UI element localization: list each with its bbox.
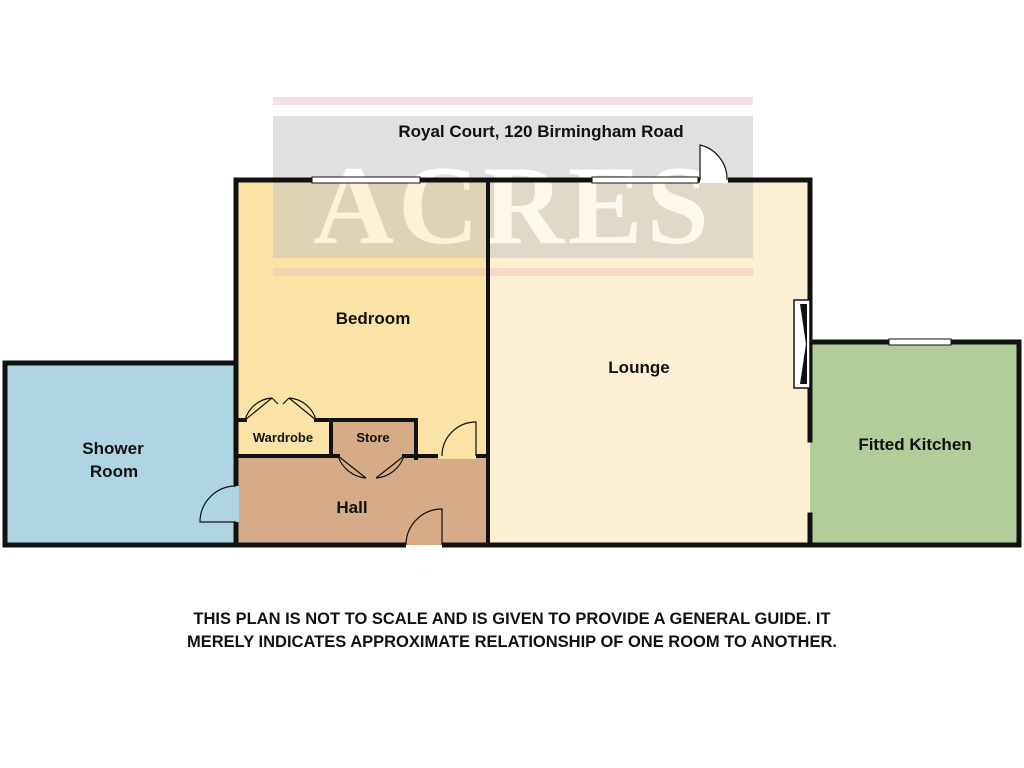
room-label-hall: Hall bbox=[336, 498, 367, 517]
acres-watermark: ACRES bbox=[273, 97, 753, 276]
room-label-shower-line2: Room bbox=[90, 462, 138, 481]
room-label-fitted-kitchen: Fitted Kitchen bbox=[858, 435, 971, 454]
doors bbox=[199, 144, 728, 548]
store-area bbox=[331, 420, 416, 460]
door-swing bbox=[441, 421, 477, 457]
fireplace bbox=[793, 299, 811, 389]
room-label-bedroom: Bedroom bbox=[336, 309, 411, 328]
door-swing bbox=[199, 485, 237, 523]
wardrobe-door bbox=[244, 397, 317, 421]
window bbox=[888, 338, 952, 346]
room-label-lounge: Lounge bbox=[608, 358, 669, 377]
windows bbox=[311, 176, 952, 346]
door-swing bbox=[699, 144, 728, 181]
room-label-shower-line1: Shower bbox=[82, 439, 144, 458]
wardrobe-area bbox=[236, 420, 331, 456]
window bbox=[311, 176, 421, 184]
window bbox=[591, 176, 699, 184]
room-label-store: Store bbox=[356, 430, 389, 445]
door-swing bbox=[405, 508, 443, 546]
store-door bbox=[337, 455, 405, 479]
fitted-kitchen-area bbox=[810, 342, 1020, 545]
shower-room-area bbox=[5, 363, 236, 545]
watermark-text: ACRES bbox=[313, 144, 713, 268]
hall-area bbox=[236, 456, 488, 545]
disclaimer-note: THIS PLAN IS NOT TO SCALE AND IS GIVEN T… bbox=[187, 610, 837, 651]
room-label-wardrobe: Wardrobe bbox=[253, 430, 313, 445]
plan-title: Royal Court, 120 Birmingham Road bbox=[398, 122, 683, 141]
